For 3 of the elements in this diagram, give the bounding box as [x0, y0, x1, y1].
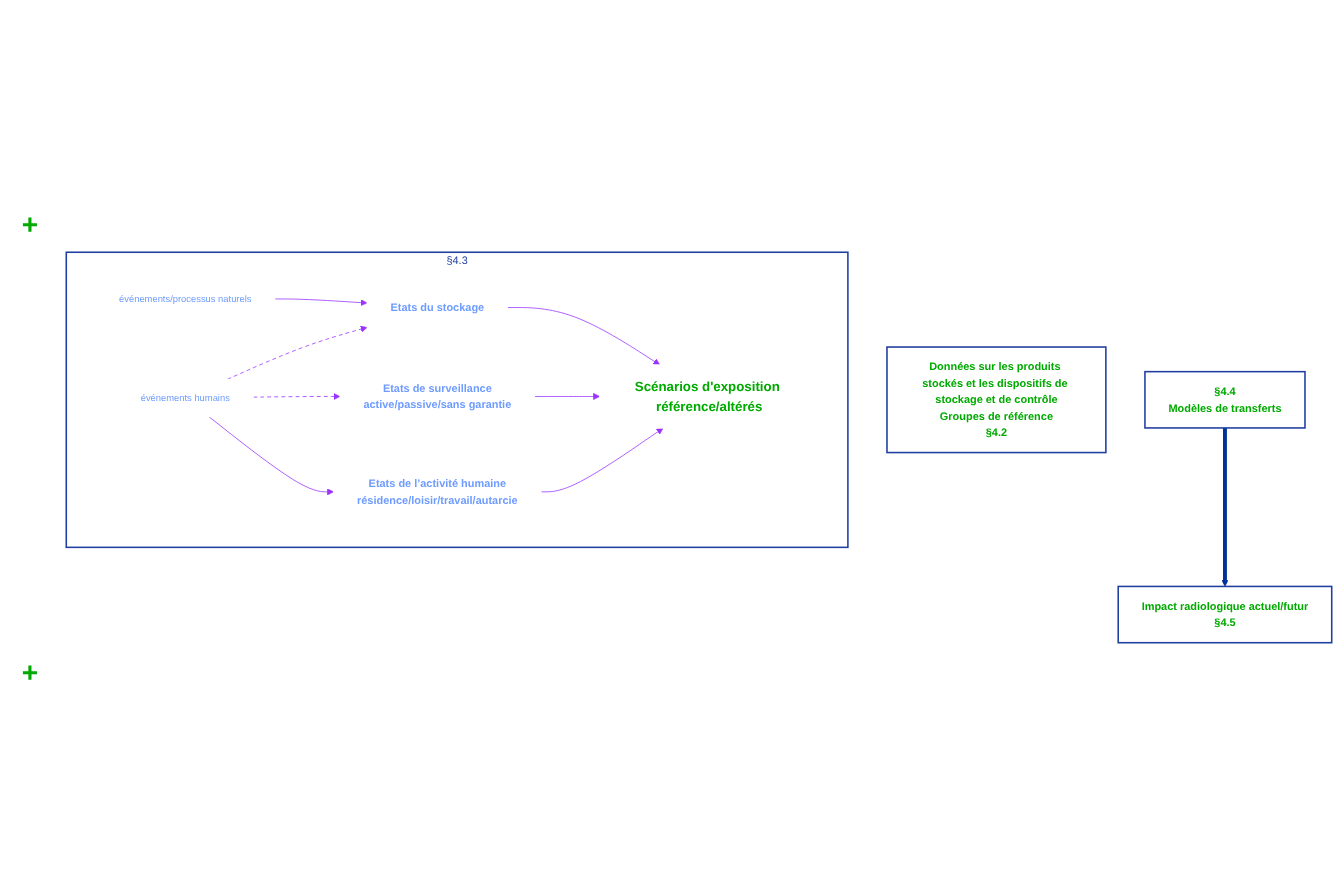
- plus-sign: +: [21, 656, 39, 688]
- plus-sign: +: [21, 208, 39, 240]
- arrow: [1221, 428, 1229, 588]
